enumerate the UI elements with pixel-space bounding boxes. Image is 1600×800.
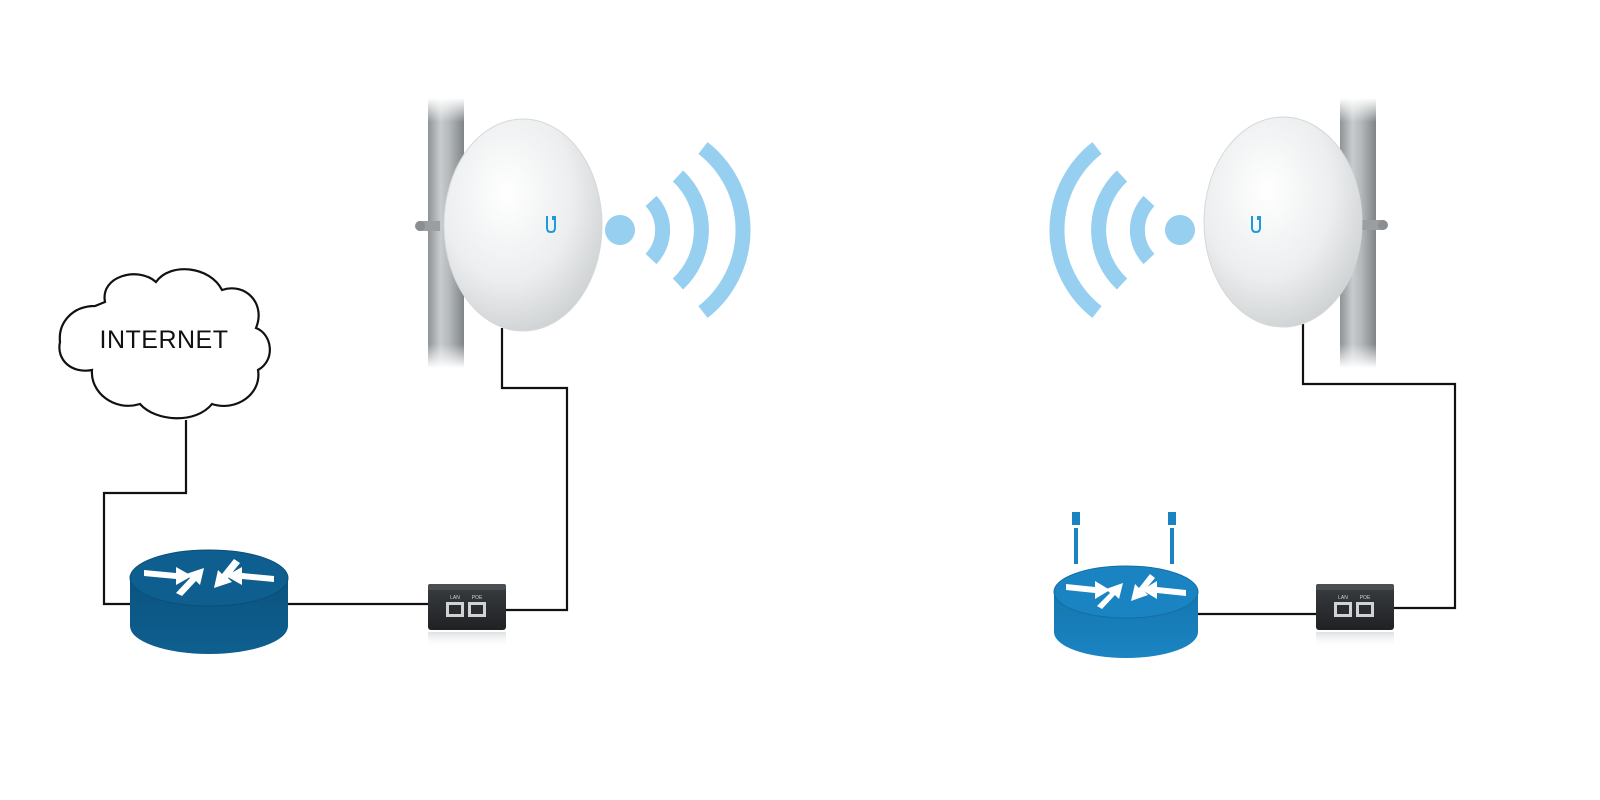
wifi-signal-left — [605, 142, 751, 318]
poe-left: LAN POE — [428, 584, 506, 648]
internet-cloud: INTERNET — [58, 268, 271, 420]
antenna-left-icon — [1072, 512, 1080, 525]
cable-cloud-to-router — [102, 420, 188, 606]
wifi-signal-icon — [605, 142, 751, 318]
router-right — [1053, 512, 1199, 658]
dish-right — [1203, 116, 1388, 328]
poe-right: LAN POE — [1316, 584, 1394, 648]
cloud-icon — [58, 268, 271, 420]
wifi-signal-icon — [1049, 142, 1195, 318]
poe-port-label: POE — [1360, 595, 1371, 601]
ubiquiti-logo-icon — [1251, 216, 1261, 234]
cables — [102, 324, 1457, 616]
router-icon — [129, 549, 289, 654]
cable-poe-left-to-dish-left — [500, 328, 569, 612]
router-left — [129, 549, 289, 654]
wireless-router-icon — [1053, 512, 1199, 658]
dish-antenna-icon — [1203, 116, 1388, 328]
antenna-right-icon — [1168, 512, 1176, 525]
cloud-label: INTERNET — [100, 326, 229, 354]
dish-antenna-icon — [415, 118, 603, 332]
ubiquiti-logo-icon — [546, 216, 556, 234]
lan-port-label: LAN — [450, 595, 460, 601]
lan-port-label: LAN — [1338, 595, 1348, 601]
poe-port-label: POE — [472, 595, 483, 601]
wifi-signal-right — [1049, 142, 1195, 318]
poe-injector-icon: LAN POE — [428, 584, 506, 648]
dish-left — [415, 118, 603, 332]
poe-injector-icon: LAN POE — [1316, 584, 1394, 648]
cable-poe-right-to-dish-right — [1301, 324, 1457, 610]
